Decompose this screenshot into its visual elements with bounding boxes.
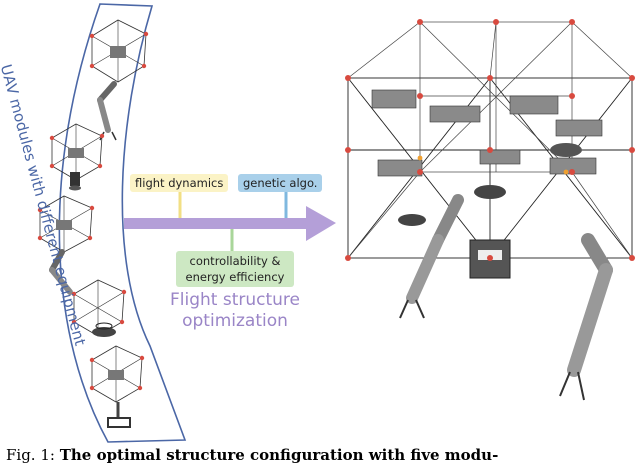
figure-caption: Fig. 1: The optimal structure configurat… — [6, 446, 498, 464]
caption-prefix: Fig. 1: — [6, 446, 55, 464]
assembled-structure — [345, 19, 635, 401]
robot-arm-icon — [559, 233, 613, 401]
controllability-label: controllability & energy efficiency — [176, 251, 294, 287]
robot-arm-icon — [97, 81, 117, 141]
uav-module-3 — [37, 195, 95, 295]
uav-module-2 — [49, 123, 105, 191]
robot-arm-icon — [49, 249, 73, 295]
controllability-line-2: energy efficiency — [185, 270, 285, 284]
controllability-line-1: controllability & — [189, 254, 281, 268]
genetic-algo-label: genetic algo. — [238, 174, 323, 192]
gripper-icon — [107, 402, 131, 428]
optimization-title: Flight structure optimization — [160, 290, 310, 332]
optimization-line-2: optimization — [182, 311, 288, 331]
uav-module-1 — [89, 19, 149, 141]
propeller-icon — [92, 322, 116, 337]
caption-bold-text: The optimal structure configuration with… — [59, 446, 499, 464]
gripper-icon — [69, 172, 81, 191]
optimization-line-1: Flight structure — [169, 290, 300, 310]
uav-module-4 — [71, 279, 127, 337]
robot-arm-icon — [399, 194, 464, 319]
module-frame — [58, 3, 187, 443]
optimization-arrow — [124, 206, 336, 241]
uav-module-5 — [89, 345, 145, 428]
flight-dynamics-label: flight dynamics — [130, 174, 229, 192]
